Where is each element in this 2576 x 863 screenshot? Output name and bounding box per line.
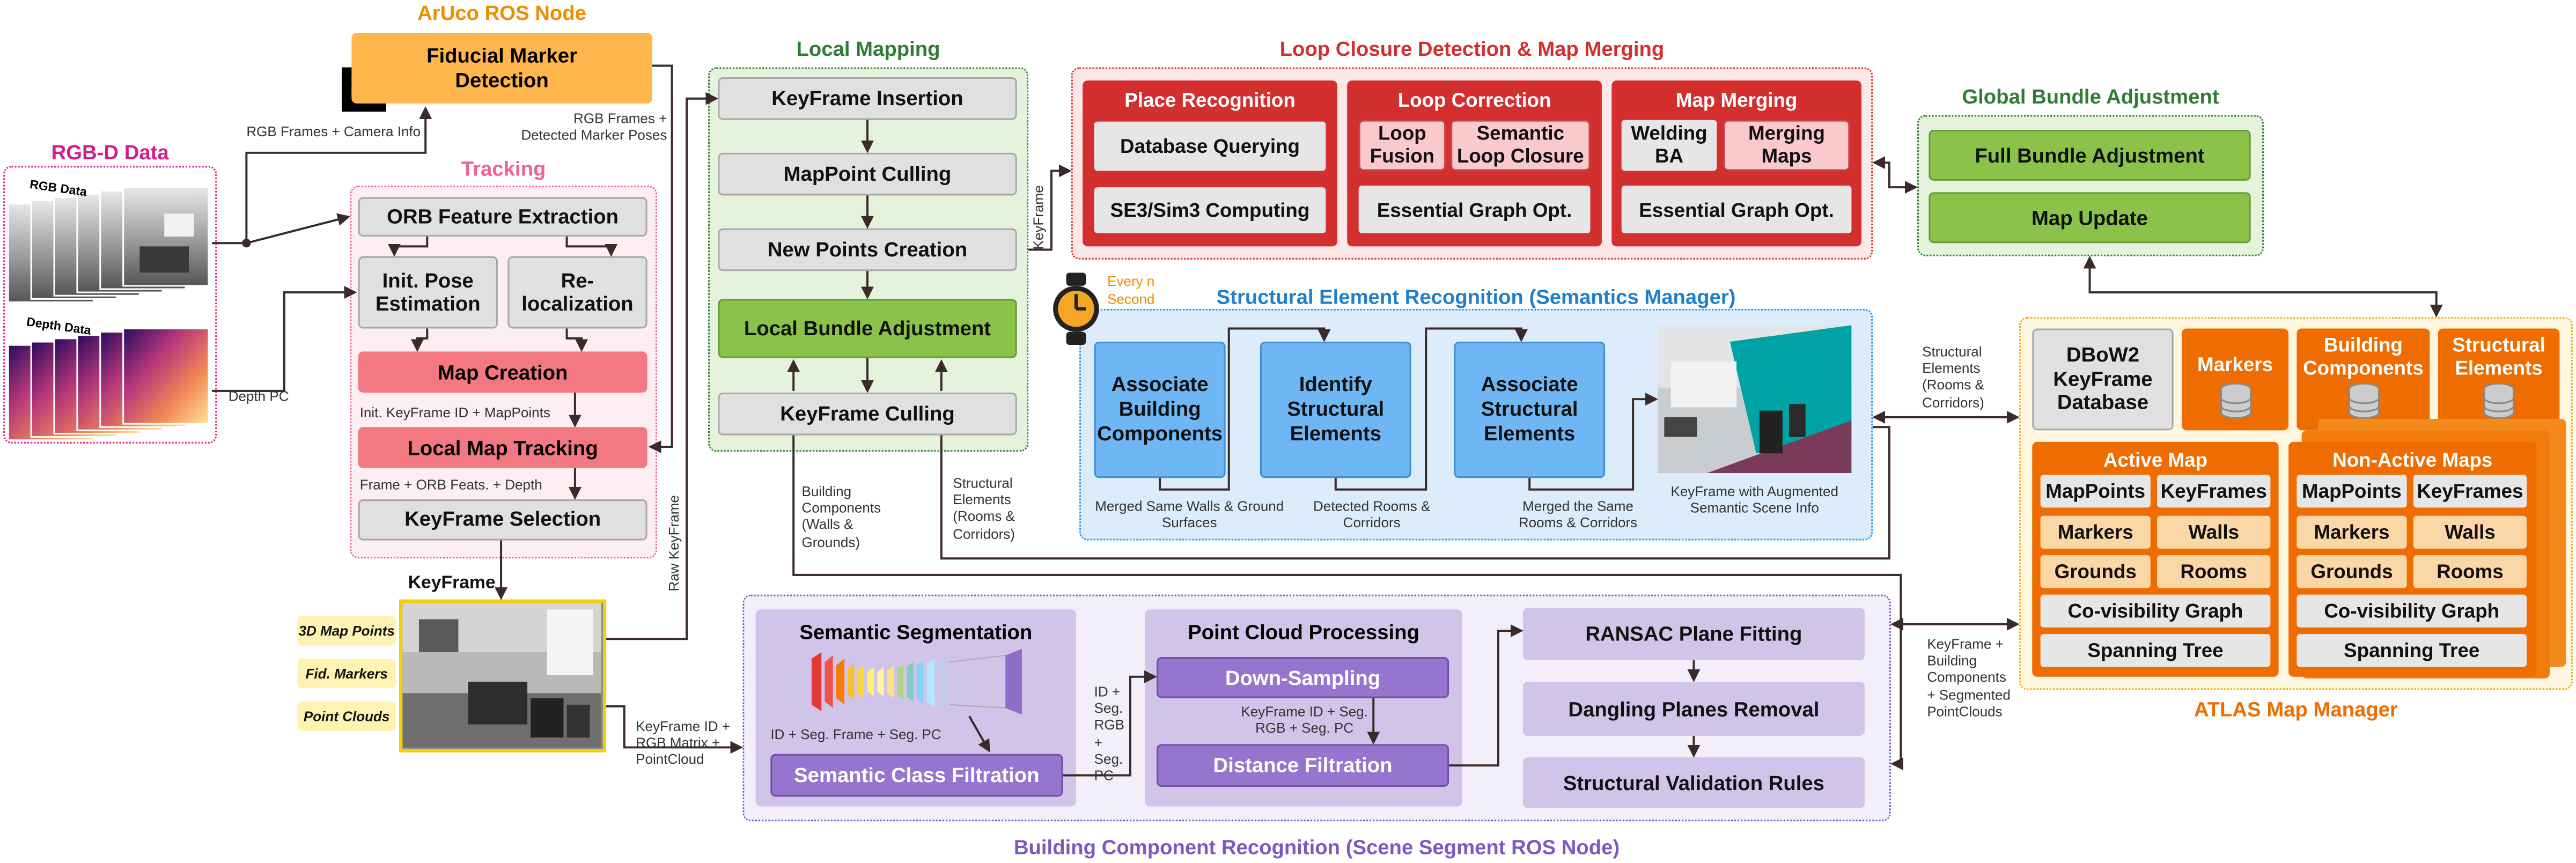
nonactive-keyframes: KeyFrames — [2413, 475, 2527, 508]
loop-correction-title: Loop Correction — [1397, 88, 1551, 112]
active-walls: Walls — [2157, 515, 2271, 549]
rgb-frames-camera-label: RGB Frames + Camera Info — [246, 123, 421, 140]
database-querying: Database Querying — [1094, 121, 1326, 171]
tag-point-clouds: Point Clouds — [297, 701, 396, 731]
semantic-segmentation-title: Semantic Segmentation — [799, 621, 1033, 644]
init-keyframe-note: Init. KeyFrame ID + MapPoints — [359, 404, 550, 421]
active-keyframes: KeyFrames — [2157, 475, 2271, 508]
rgbd-section — [3, 166, 217, 444]
markers-store: Markers — [2182, 328, 2289, 431]
essential-graph-opt-1: Essential Graph Opt. — [1358, 186, 1591, 233]
nonactive-covisibility-graph: Co-visibility Graph — [2297, 594, 2527, 628]
nonactive-spanning-tree: Spanning Tree — [2297, 634, 2527, 667]
active-map-title: Active Map — [2103, 448, 2207, 471]
associate-structural-elements: Associate Structural Elements — [1454, 342, 1606, 478]
semantic-loop-closure: Semantic Loop Closure — [1451, 120, 1591, 171]
dangling-planes-removal: Dangling Planes Removal — [1522, 681, 1865, 736]
active-markers: Markers — [2040, 515, 2151, 549]
timer-icon — [1051, 272, 1101, 345]
distance-filtration: Distance Filtration — [1157, 744, 1449, 787]
active-grounds: Grounds — [2040, 555, 2151, 588]
atlas-title: ATLAS Map Manager — [2194, 698, 2398, 721]
identify-structural-elements: Identify Structural Elements — [1260, 342, 1411, 478]
dbow2-database: DBoW2 KeyFrame Database — [2032, 328, 2174, 431]
re-localization: Re-localization — [507, 256, 647, 329]
building-components-label: Building Components — [2303, 333, 2424, 379]
keyframe-insertion: KeyFrame Insertion — [718, 77, 1017, 120]
place-recognition-title: Place Recognition — [1124, 88, 1296, 112]
se3-sim3-computing: SE3/Sim3 Computing — [1094, 187, 1326, 233]
keyframe-selection: KeyFrame Selection — [358, 499, 647, 541]
map-creation: Map Creation — [358, 351, 647, 393]
associate-building-components: Associate Building Components — [1094, 342, 1226, 478]
loop-fusion: Loop Fusion — [1358, 120, 1446, 171]
between-note: ID + Seg. RGB + Seg. PC — [1094, 683, 1125, 784]
tracking-title: Tracking — [461, 158, 546, 181]
local-bundle-adjustment: Local Bundle Adjustment — [718, 299, 1017, 358]
depth-data-image — [7, 322, 212, 441]
init-pose-estimation: Init. Pose Estimation — [358, 256, 498, 329]
structural-elements-edge-label: Structural Elements (Rooms & Corridors) — [953, 475, 1015, 542]
local-mapping-title: Local Mapping — [796, 38, 940, 61]
down-sampling: Down-Sampling — [1157, 657, 1449, 698]
detected-rooms-note: Detected Rooms & Corridors — [1313, 497, 1431, 531]
orb-feature-extraction: ORB Feature Extraction — [358, 197, 647, 237]
building-components-edge-label: Building Components (Walls & Grounds) — [801, 483, 881, 550]
keyframe-culling: KeyFrame Culling — [718, 392, 1017, 436]
structural-elements-db-icon — [2482, 382, 2515, 419]
markers-db-icon — [2219, 382, 2252, 419]
map-merging-title: Map Merging — [1675, 88, 1798, 112]
active-rooms: Rooms — [2157, 555, 2271, 588]
new-points-creation: New Points Creation — [718, 228, 1017, 271]
rgbd-title: RGB-D Data — [51, 141, 169, 165]
mappoint-culling: MapPoint Culling — [718, 152, 1017, 196]
ransac-plane-fitting: RANSAC Plane Fitting — [1522, 608, 1865, 661]
structural-elements-right-label: Structural Elements (Rooms & Corridors) — [1922, 343, 1984, 410]
local-map-tracking: Local Map Tracking — [358, 427, 647, 468]
frame-orb-note: Frame + ORB Feats. + Depth — [359, 476, 542, 493]
semseg-note: ID + Seg. Frame + Seg. PC — [770, 726, 941, 743]
tag-fid-markers: Fid. Markers — [297, 659, 396, 689]
nonactive-walls: Walls — [2413, 515, 2527, 549]
augmented-keyframe-image — [1658, 325, 1852, 473]
nonactive-markers: Markers — [2297, 515, 2407, 549]
augmented-keyframe-note: KeyFrame with Augmented Semantic Scene I… — [1670, 483, 1839, 517]
merged-walls-note: Merged Same Walls & Ground Surfaces — [1095, 497, 1284, 531]
active-covisibility-graph: Co-visibility Graph — [2040, 594, 2271, 628]
welding-ba: Welding BA — [1621, 120, 1717, 171]
aruco-title: ArUco ROS Node — [417, 2, 586, 25]
merging-maps: Merging Maps — [1723, 120, 1850, 171]
map-update: Map Update — [1929, 192, 2251, 244]
structural-elements-label: Structural Elements — [2452, 333, 2545, 379]
essential-graph-opt-2: Essential Graph Opt. — [1621, 186, 1852, 233]
nonactive-mappoints: MapPoints — [2297, 475, 2407, 508]
rgb-detected-label: RGB Frames + Detected Marker Poses — [521, 110, 667, 144]
kf-building-segmented-label: KeyFrame + Building Components + Segment… — [1927, 636, 2011, 719]
active-mappoints: MapPoints — [2040, 475, 2151, 508]
fiducial-marker-detection: Fiducial Marker Detection — [351, 33, 652, 104]
semantic-class-filtration: Semantic Class Filtration — [770, 754, 1063, 797]
timer-note: Every n Second — [1107, 272, 1155, 307]
markers-store-label: Markers — [2197, 353, 2273, 377]
semantics-title: Structural Element Recognition (Semantic… — [1216, 285, 1736, 309]
loop-title: Loop Closure Detection & Map Merging — [1279, 38, 1665, 61]
full-bundle-adjustment: Full Bundle Adjustment — [1929, 129, 2251, 181]
point-cloud-processing-title: Point Cloud Processing — [1188, 621, 1419, 644]
building-components-db-icon — [2347, 382, 2380, 419]
non-active-maps-title: Non-Active Maps — [2332, 448, 2493, 471]
merged-rooms-note: Merged the Same Rooms & Corridors — [1518, 497, 1638, 531]
bcr-title: Building Component Recognition (Scene Se… — [1013, 836, 1620, 859]
keyframe-title: KeyFrame — [408, 573, 496, 593]
nonactive-grounds: Grounds — [2297, 555, 2407, 588]
structural-validation-rules: Structural Validation Rules — [1522, 757, 1865, 808]
gba-title: Global Bundle Adjustment — [1962, 85, 2219, 109]
rgb-data-image — [7, 181, 212, 306]
pcp-note: KeyFrame ID + Seg. RGB + Seg. PC — [1241, 703, 1368, 736]
keyframe-image — [399, 599, 607, 753]
nonactive-rooms: Rooms — [2413, 555, 2527, 588]
tag-3d-map-points: 3D Map Points — [297, 616, 396, 646]
active-spanning-tree: Spanning Tree — [2040, 634, 2271, 667]
network-icon — [805, 648, 1029, 718]
